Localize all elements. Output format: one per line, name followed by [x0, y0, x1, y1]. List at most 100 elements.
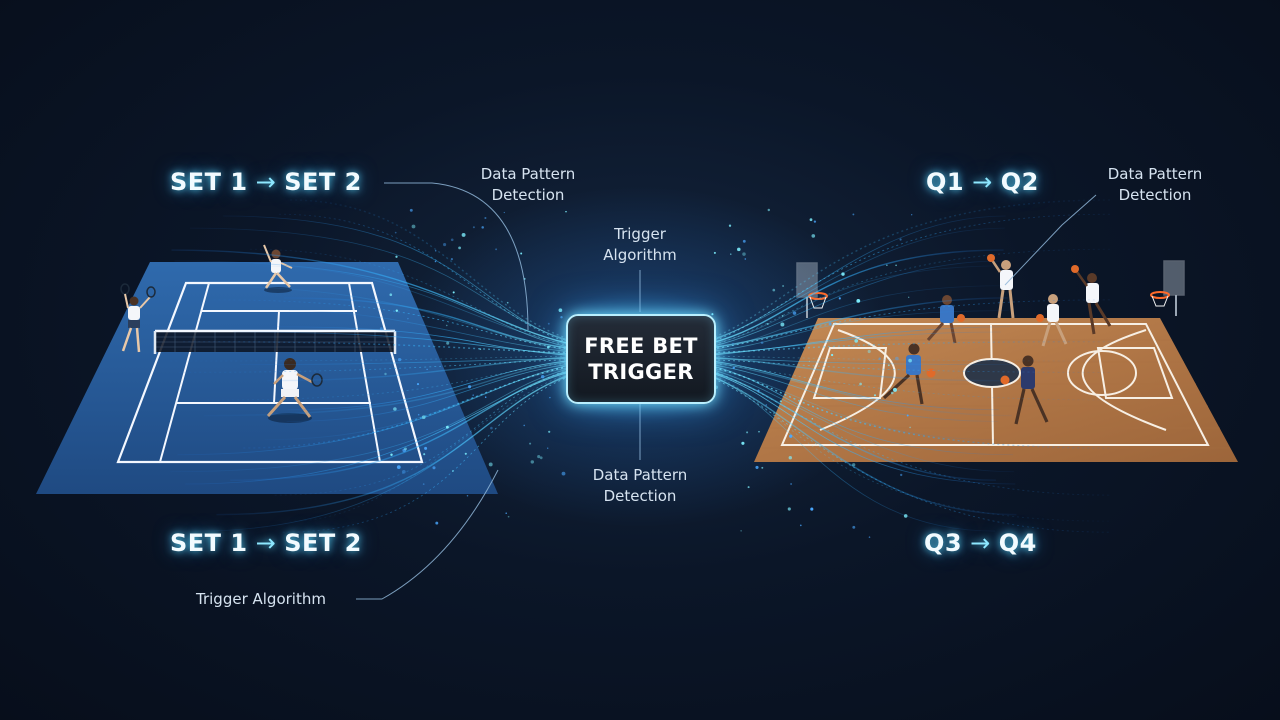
data-particle	[490, 426, 493, 430]
data-stream-line	[264, 367, 567, 441]
center-annotation-bottom: Data Pattern Detection	[580, 465, 700, 507]
annotation-line: Algorithm	[603, 246, 677, 264]
tennis-top-progression: SET 1→SET 2	[170, 168, 362, 196]
data-stream-line	[711, 355, 1110, 362]
basketball-top-from: Q1	[926, 168, 965, 196]
tennis-player-side	[120, 283, 156, 353]
data-particle	[908, 296, 910, 298]
data-particle	[379, 327, 383, 331]
data-stream-line	[170, 355, 567, 362]
data-stream-line	[711, 369, 1015, 473]
data-stream-line	[267, 356, 567, 382]
data-stream-line	[711, 372, 1016, 485]
data-stream-line	[206, 363, 567, 401]
data-stream-line	[711, 375, 996, 532]
basketball-right-arc	[1081, 329, 1167, 431]
data-particle	[757, 389, 760, 392]
data-particle	[547, 447, 549, 449]
data-particle	[411, 224, 416, 229]
data-particle	[390, 453, 393, 456]
data-particle	[841, 272, 845, 276]
data-particle	[790, 483, 792, 485]
annotation-line: Trigger	[614, 225, 666, 243]
data-stream-line	[711, 356, 1000, 382]
data-particle	[507, 515, 510, 518]
data-particle	[540, 374, 545, 379]
annotation-line: Detection	[603, 487, 677, 505]
data-particle	[788, 456, 792, 460]
player-4	[1071, 265, 1112, 335]
tennis-bottom-from: SET 1	[170, 529, 248, 557]
data-particle	[397, 357, 402, 362]
data-stream-line	[216, 376, 567, 516]
data-stream-line	[711, 370, 1110, 496]
annotation-line: Data Pattern	[480, 165, 576, 183]
data-stream-line	[711, 366, 1110, 449]
data-streams-right	[711, 199, 1111, 533]
data-particle	[560, 315, 563, 319]
data-particle	[452, 291, 455, 294]
data-stream-line	[170, 369, 567, 473]
data-particle	[810, 507, 814, 511]
data-particle	[450, 238, 454, 242]
basketball-left-arc	[819, 329, 896, 431]
data-stream-line	[711, 326, 1010, 356]
trigger-label-line-2: TRIGGER	[588, 360, 694, 384]
data-particle	[852, 463, 856, 467]
tennis-bottom-progression: SET 1→SET 2	[170, 529, 362, 557]
data-particle	[549, 396, 551, 399]
data-particle	[906, 414, 909, 417]
basketball-top-to: Q2	[1000, 168, 1039, 196]
data-particle	[744, 258, 747, 260]
data-particle	[854, 339, 859, 343]
data-particle	[895, 356, 899, 361]
data-stream-line	[711, 310, 1009, 352]
data-stream-line	[286, 364, 567, 422]
data-stream-line	[272, 326, 567, 356]
tennis-court-inner	[116, 281, 424, 464]
data-particle	[856, 299, 861, 303]
data-particle	[789, 434, 793, 438]
data-particle	[423, 453, 426, 456]
data-particle	[506, 301, 509, 304]
data-particle	[529, 442, 532, 445]
data-particle	[809, 218, 813, 222]
data-streams-left	[170, 199, 567, 533]
data-particle	[547, 322, 550, 325]
data-stream-line	[711, 358, 1011, 366]
leader-lines	[356, 182, 1097, 600]
data-particle	[740, 530, 742, 532]
data-particle	[780, 322, 785, 327]
data-particle	[484, 396, 487, 398]
data-stream-line	[258, 265, 567, 345]
data-stream-line	[711, 260, 1003, 347]
data-particle	[445, 425, 449, 429]
data-stream-line	[204, 361, 567, 417]
data-particle	[446, 341, 450, 345]
data-particle	[795, 414, 798, 417]
data-stream-line	[711, 363, 1110, 401]
data-particle	[878, 357, 881, 360]
data-stream-line	[711, 199, 1111, 339]
data-stream-line	[711, 331, 1001, 355]
data-stream-line	[190, 227, 567, 340]
data-particle	[422, 483, 425, 485]
trigger-label-line-1: FREE BET	[584, 334, 698, 358]
data-particle	[887, 364, 890, 367]
data-particle	[742, 239, 746, 243]
data-particle	[395, 309, 399, 312]
data-particle	[859, 382, 862, 386]
data-particle	[426, 368, 428, 371]
annotation-line: Data Pattern	[1107, 165, 1203, 183]
data-particle	[755, 465, 759, 469]
data-particle	[808, 360, 811, 362]
data-particle	[503, 211, 505, 214]
data-particle	[909, 426, 911, 429]
data-particle	[737, 247, 741, 252]
arrow-icon: →	[255, 529, 277, 557]
data-particle	[472, 226, 475, 229]
data-particle	[765, 404, 767, 406]
data-particle	[520, 252, 523, 255]
data-particle	[838, 297, 841, 300]
